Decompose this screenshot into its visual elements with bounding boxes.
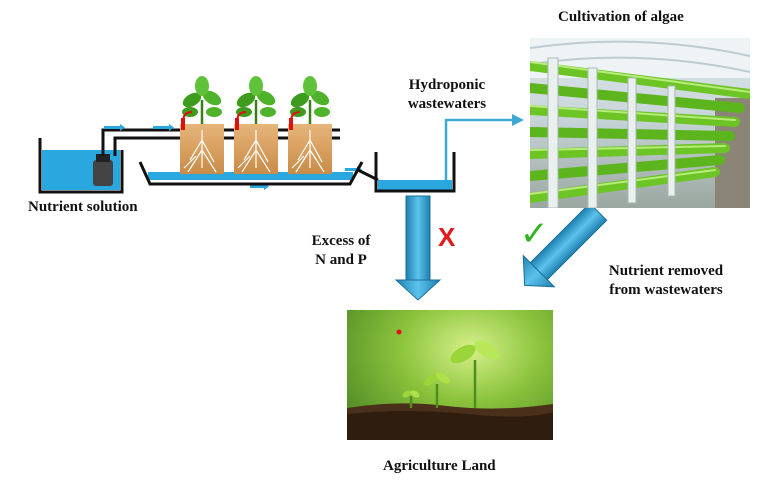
plant-pot-1 [180, 76, 224, 174]
cultivation-label: Cultivation of algae [558, 9, 684, 25]
seedlings-graphic [347, 329, 553, 440]
nutrient-removed-line1: Nutrient removed [608, 263, 724, 279]
wastewater-tank [374, 152, 456, 193]
excess-label-line2: N and P [315, 252, 367, 268]
plant-pot-2 [234, 76, 278, 174]
excess-down-arrow [394, 195, 442, 301]
plant-pot-3 [288, 76, 332, 174]
nutrient-tank [38, 138, 124, 194]
algae-cultivation-photo [530, 38, 750, 208]
cross-mark-icon: X [438, 222, 456, 252]
excess-label-line1: Excess of [311, 233, 371, 249]
check-mark-icon: ✓ [520, 214, 549, 254]
excess-label: Excess of N and P [296, 232, 386, 270]
hydroponic-label-line2: wastewaters [407, 96, 487, 112]
agriculture-land-photo [347, 310, 553, 440]
nutrient-removed-label: Nutrient removed from wastewaters [588, 262, 744, 300]
algae-tubes-graphic [530, 38, 750, 208]
nutrient-solution-label: Nutrient solution [28, 199, 138, 215]
pump-icon [93, 160, 113, 186]
hydroponic-label-line1: Hydroponic [408, 77, 486, 93]
nutrient-removed-line2: from wastewaters [609, 282, 723, 298]
removed-diagonal-arrow [522, 202, 608, 288]
agriculture-label: Agriculture Land [383, 458, 496, 474]
to-algae-arrow [444, 114, 524, 180]
hydroponic-label: Hydroponic wastewaters [392, 76, 502, 114]
